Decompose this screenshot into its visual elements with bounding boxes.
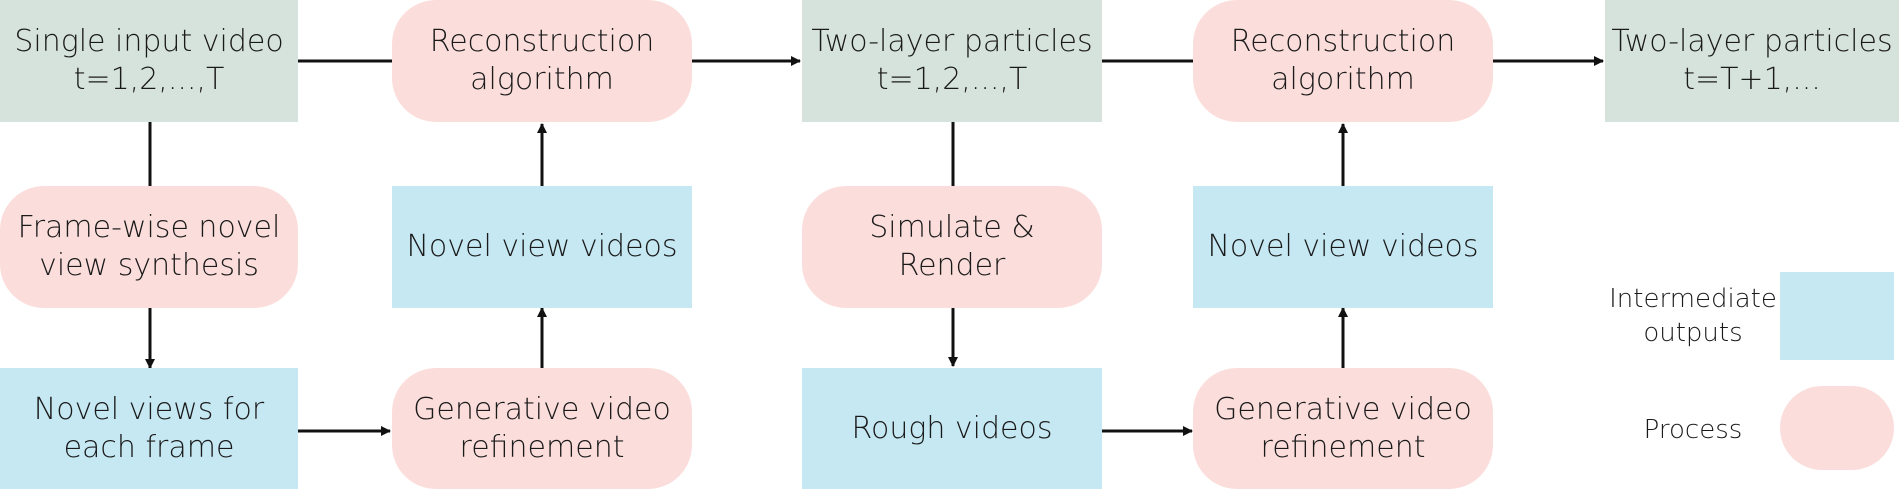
node-line-1: Reconstruction [1230,24,1456,59]
legend-line-1: Intermediate [1609,284,1777,314]
legend-line-2: outputs [1643,318,1743,348]
node-novel-views-for-each-frame: Novel views for each frame [0,368,298,489]
node-line-1: Single input video [14,24,284,59]
legend-process-swatch [1780,386,1894,470]
node-line-1: Generative video [1214,391,1472,427]
node-line-2: t=1,2,...,T [876,62,1028,97]
node-line-1: Novel view videos [406,229,678,264]
node-simulate-and-render: Simulate & Render [802,186,1102,308]
node-generative-video-refinement-1: Generative video refinement [392,368,692,489]
legend-process-label: Process [1643,415,1743,445]
node-line-2: t=T+1,... [1683,62,1821,97]
node-line-1: Simulate & [869,210,1035,245]
legend-intermediate-swatch [1780,272,1894,360]
node-line-2: Render [898,248,1006,283]
node-line-2: t=1,2,...,T [73,62,225,97]
node-line-2: view synthesis [39,248,259,283]
node-generative-video-refinement-2: Generative video refinement [1193,368,1493,489]
node-line-1: Generative video [413,391,671,427]
node-novel-view-videos-2: Novel view videos [1193,186,1493,308]
node-frame-wise-novel-view-synthesis: Frame-wise novel view synthesis [0,186,298,308]
node-line-2: algorithm [470,62,614,97]
node-line-1: Frame-wise novel [17,210,281,245]
node-line-1: Rough videos [851,410,1053,446]
node-line-1: Reconstruction [429,24,655,59]
node-line-1: Two-layer particles [811,24,1093,59]
node-two-layer-particles-2: Two-layer particles t=T+1,... [1605,0,1899,122]
legend-intermediate-label: Intermediate outputs [1598,282,1788,350]
node-line-2: algorithm [1271,62,1415,97]
node-line-2: each frame [63,429,235,465]
node-rough-videos: Rough videos [802,368,1102,489]
node-line-2: refinement [1260,429,1426,465]
node-line-1: Novel view videos [1207,229,1479,264]
node-reconstruction-algorithm-1: Reconstruction algorithm [392,0,692,122]
node-two-layer-particles-1: Two-layer particles t=1,2,...,T [802,0,1102,122]
node-single-input-video: Single input video t=1,2,...,T [0,0,298,122]
node-line-1: Two-layer particles [1611,24,1893,59]
node-line-2: refinement [459,429,625,465]
node-novel-view-videos-1: Novel view videos [392,186,692,308]
node-reconstruction-algorithm-2: Reconstruction algorithm [1193,0,1493,122]
node-line-1: Novel views for [33,391,265,427]
